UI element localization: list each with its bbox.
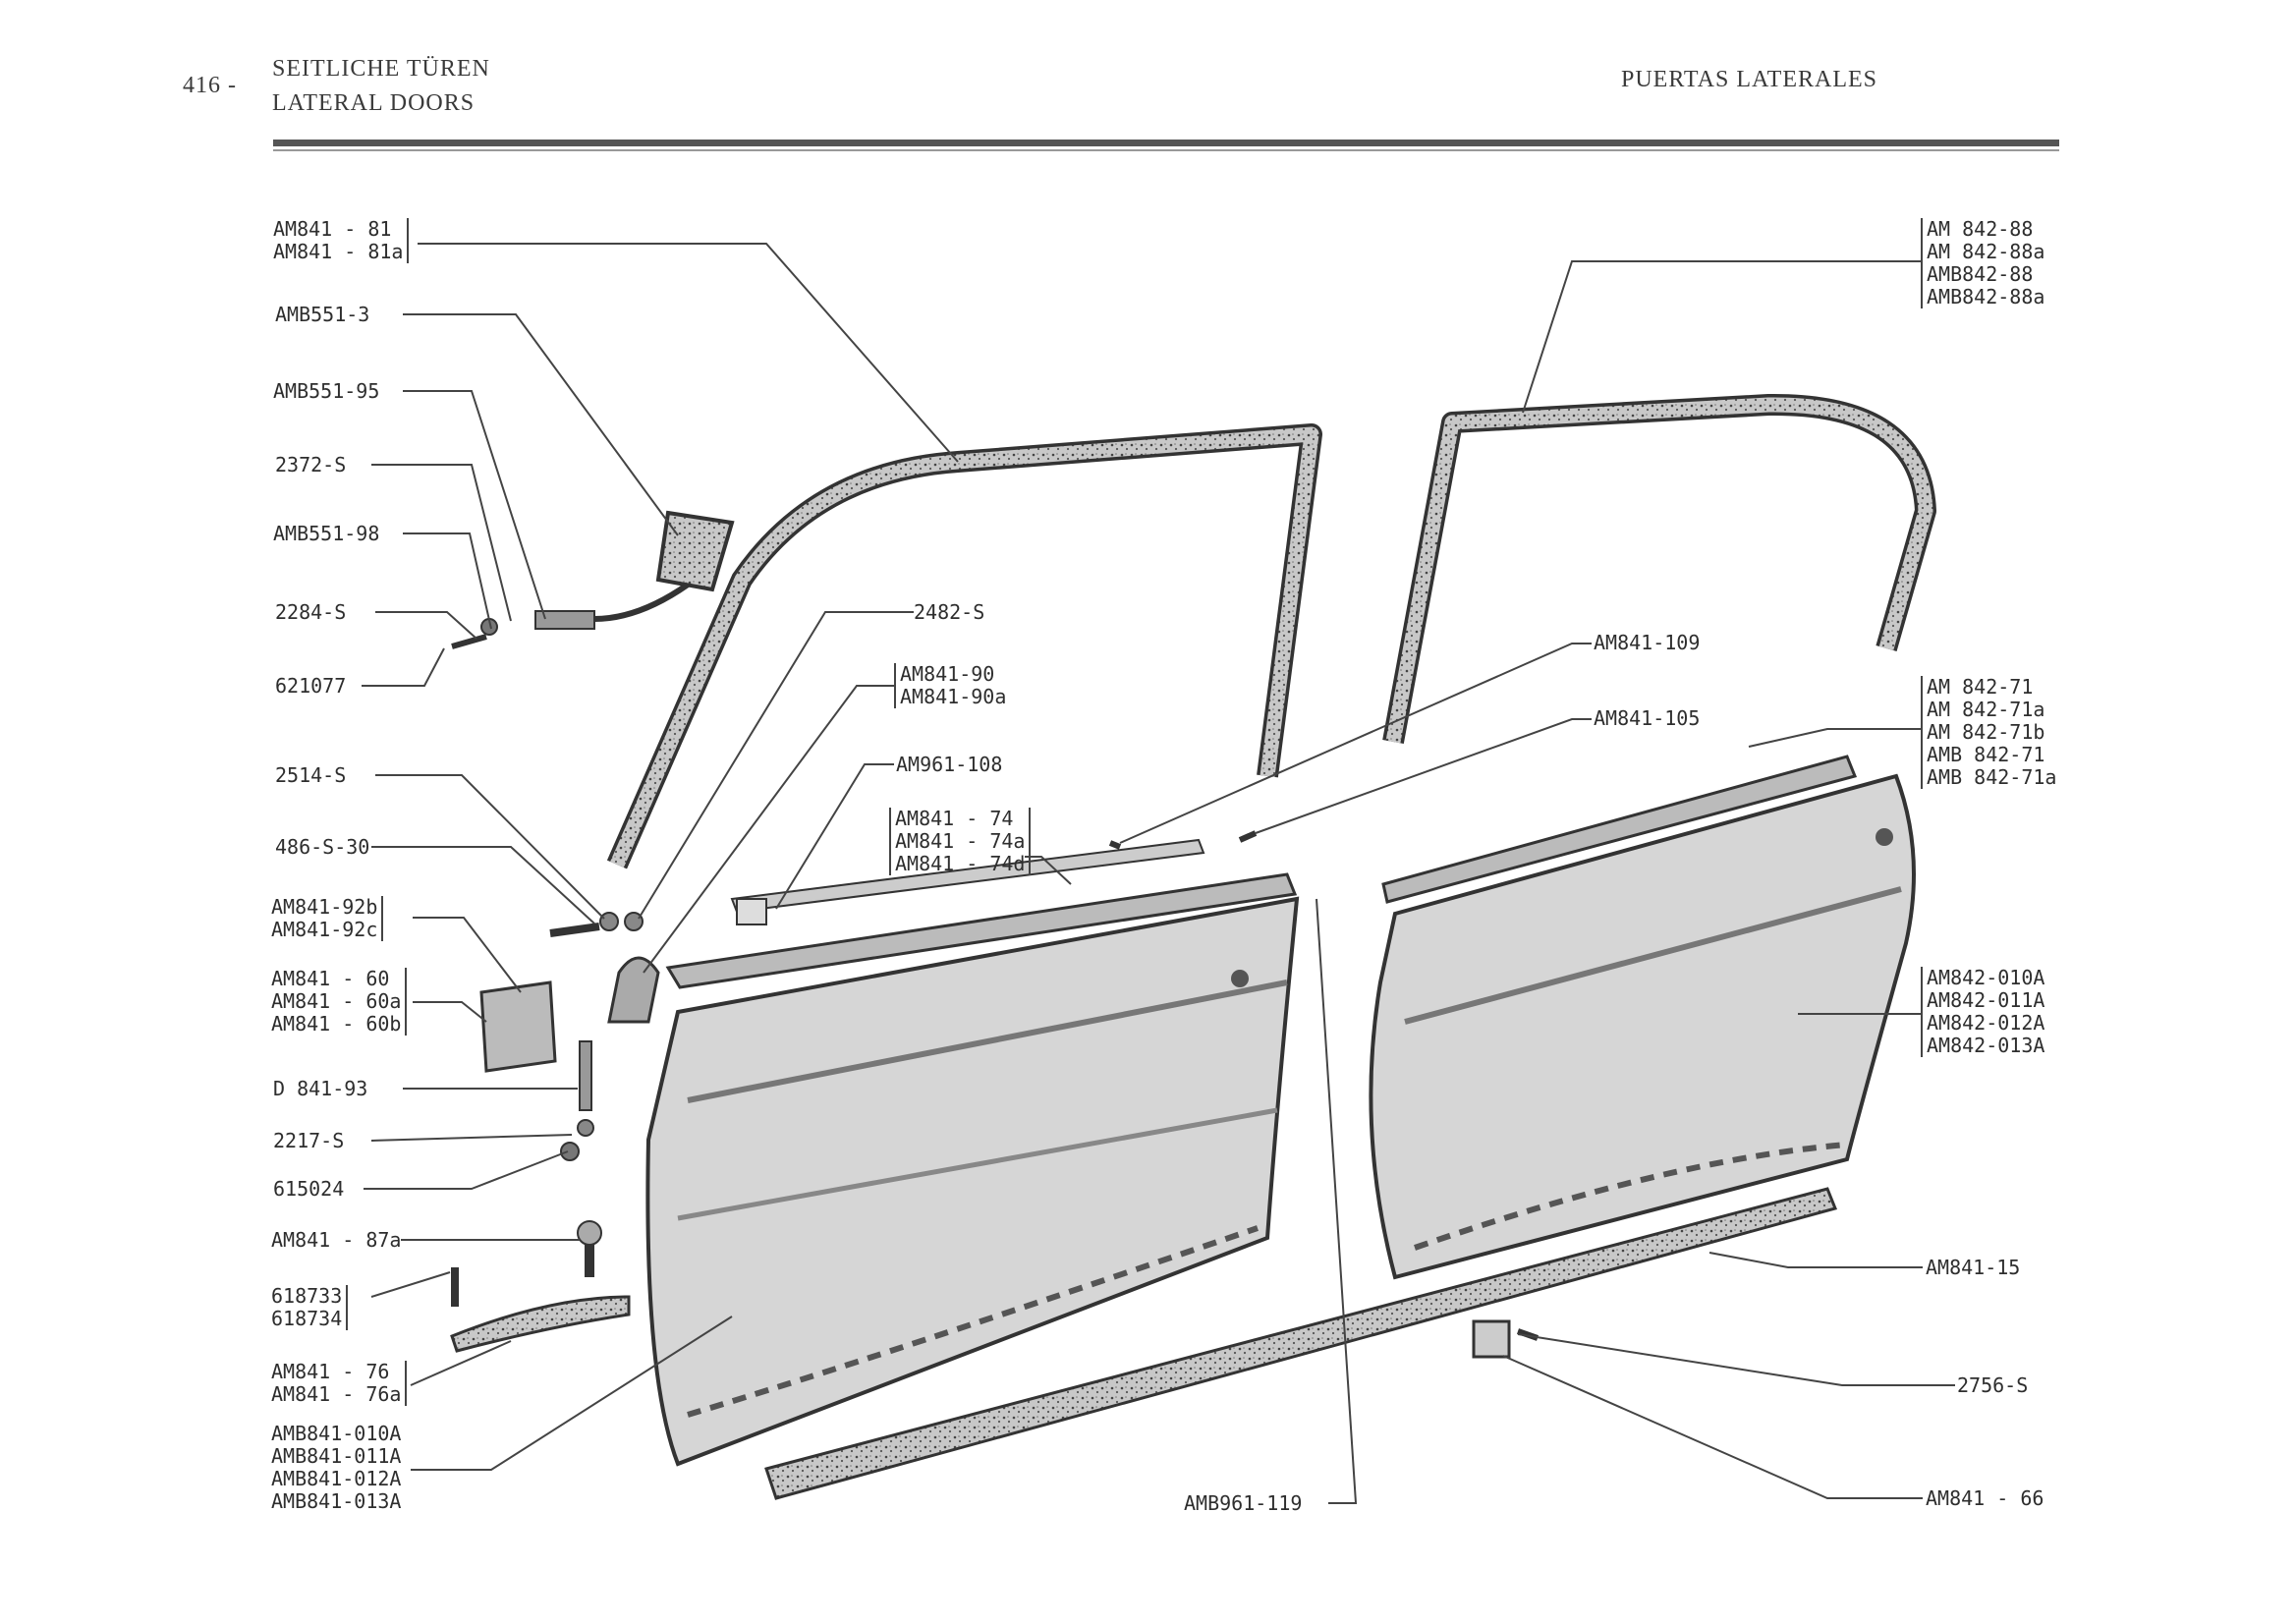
callout-2284-s: 2284-S bbox=[275, 600, 347, 624]
callout-am841-66: AM841 - 66 bbox=[1926, 1486, 2044, 1510]
left-top-rail bbox=[665, 872, 1298, 989]
callout-486-s-30: 486-S-30 bbox=[275, 835, 370, 859]
right-door-panel bbox=[1369, 773, 1916, 1280]
leader-lines bbox=[362, 243, 1955, 1504]
callout-amb551-98: AMB551-98 bbox=[273, 522, 380, 545]
title-german: SEITLICHE TÜREN bbox=[272, 56, 490, 82]
callout-615024: 615024 bbox=[273, 1177, 345, 1201]
callout-am961-108: AM961-108 bbox=[896, 753, 1003, 776]
callout-am841-87: AM841 - 87a bbox=[271, 1228, 402, 1252]
right-window-frame bbox=[1382, 393, 1936, 744]
callout-2756-s: 2756-S bbox=[1957, 1373, 2029, 1397]
callout-am841-105: AM841-105 bbox=[1594, 706, 1701, 730]
clip-plate bbox=[736, 898, 767, 925]
right-top-rail bbox=[1381, 755, 1858, 904]
left-door-panel bbox=[645, 896, 1300, 1467]
callout-2482-s: 2482-S bbox=[914, 600, 985, 624]
page-number: 416 - bbox=[183, 73, 237, 98]
left-window-frame bbox=[606, 423, 1322, 869]
check-strap bbox=[479, 980, 557, 1073]
callout-amb551-3: AMB551-3 bbox=[275, 303, 370, 326]
door-check-arm bbox=[450, 1295, 631, 1353]
callout-d841-93: D 841-93 bbox=[273, 1077, 368, 1100]
callout-amb961-119: AMB961-119 bbox=[1184, 1491, 1303, 1515]
header-rule-thin bbox=[273, 149, 2059, 151]
callout-am841-15: AM841-15 bbox=[1926, 1256, 2021, 1279]
title-english: LATERAL DOORS bbox=[272, 90, 476, 116]
callout-am841-109: AM841-109 bbox=[1594, 631, 1701, 654]
callout-621077: 621077 bbox=[275, 674, 347, 698]
sill-strip bbox=[764, 1187, 1838, 1500]
striker-clip bbox=[1472, 1319, 1511, 1359]
callout-amb551-95: AMB551-95 bbox=[273, 379, 380, 403]
title-spanish: PUERTAS LATERALES bbox=[1621, 67, 1877, 92]
header-rule bbox=[273, 140, 2059, 146]
hinge-bracket bbox=[607, 956, 660, 1024]
callout-2217-s: 2217-S bbox=[273, 1129, 345, 1152]
callout-2372-s: 2372-S bbox=[275, 453, 347, 476]
mirror-head bbox=[655, 510, 735, 592]
callout-2514-s: 2514-S bbox=[275, 763, 347, 787]
